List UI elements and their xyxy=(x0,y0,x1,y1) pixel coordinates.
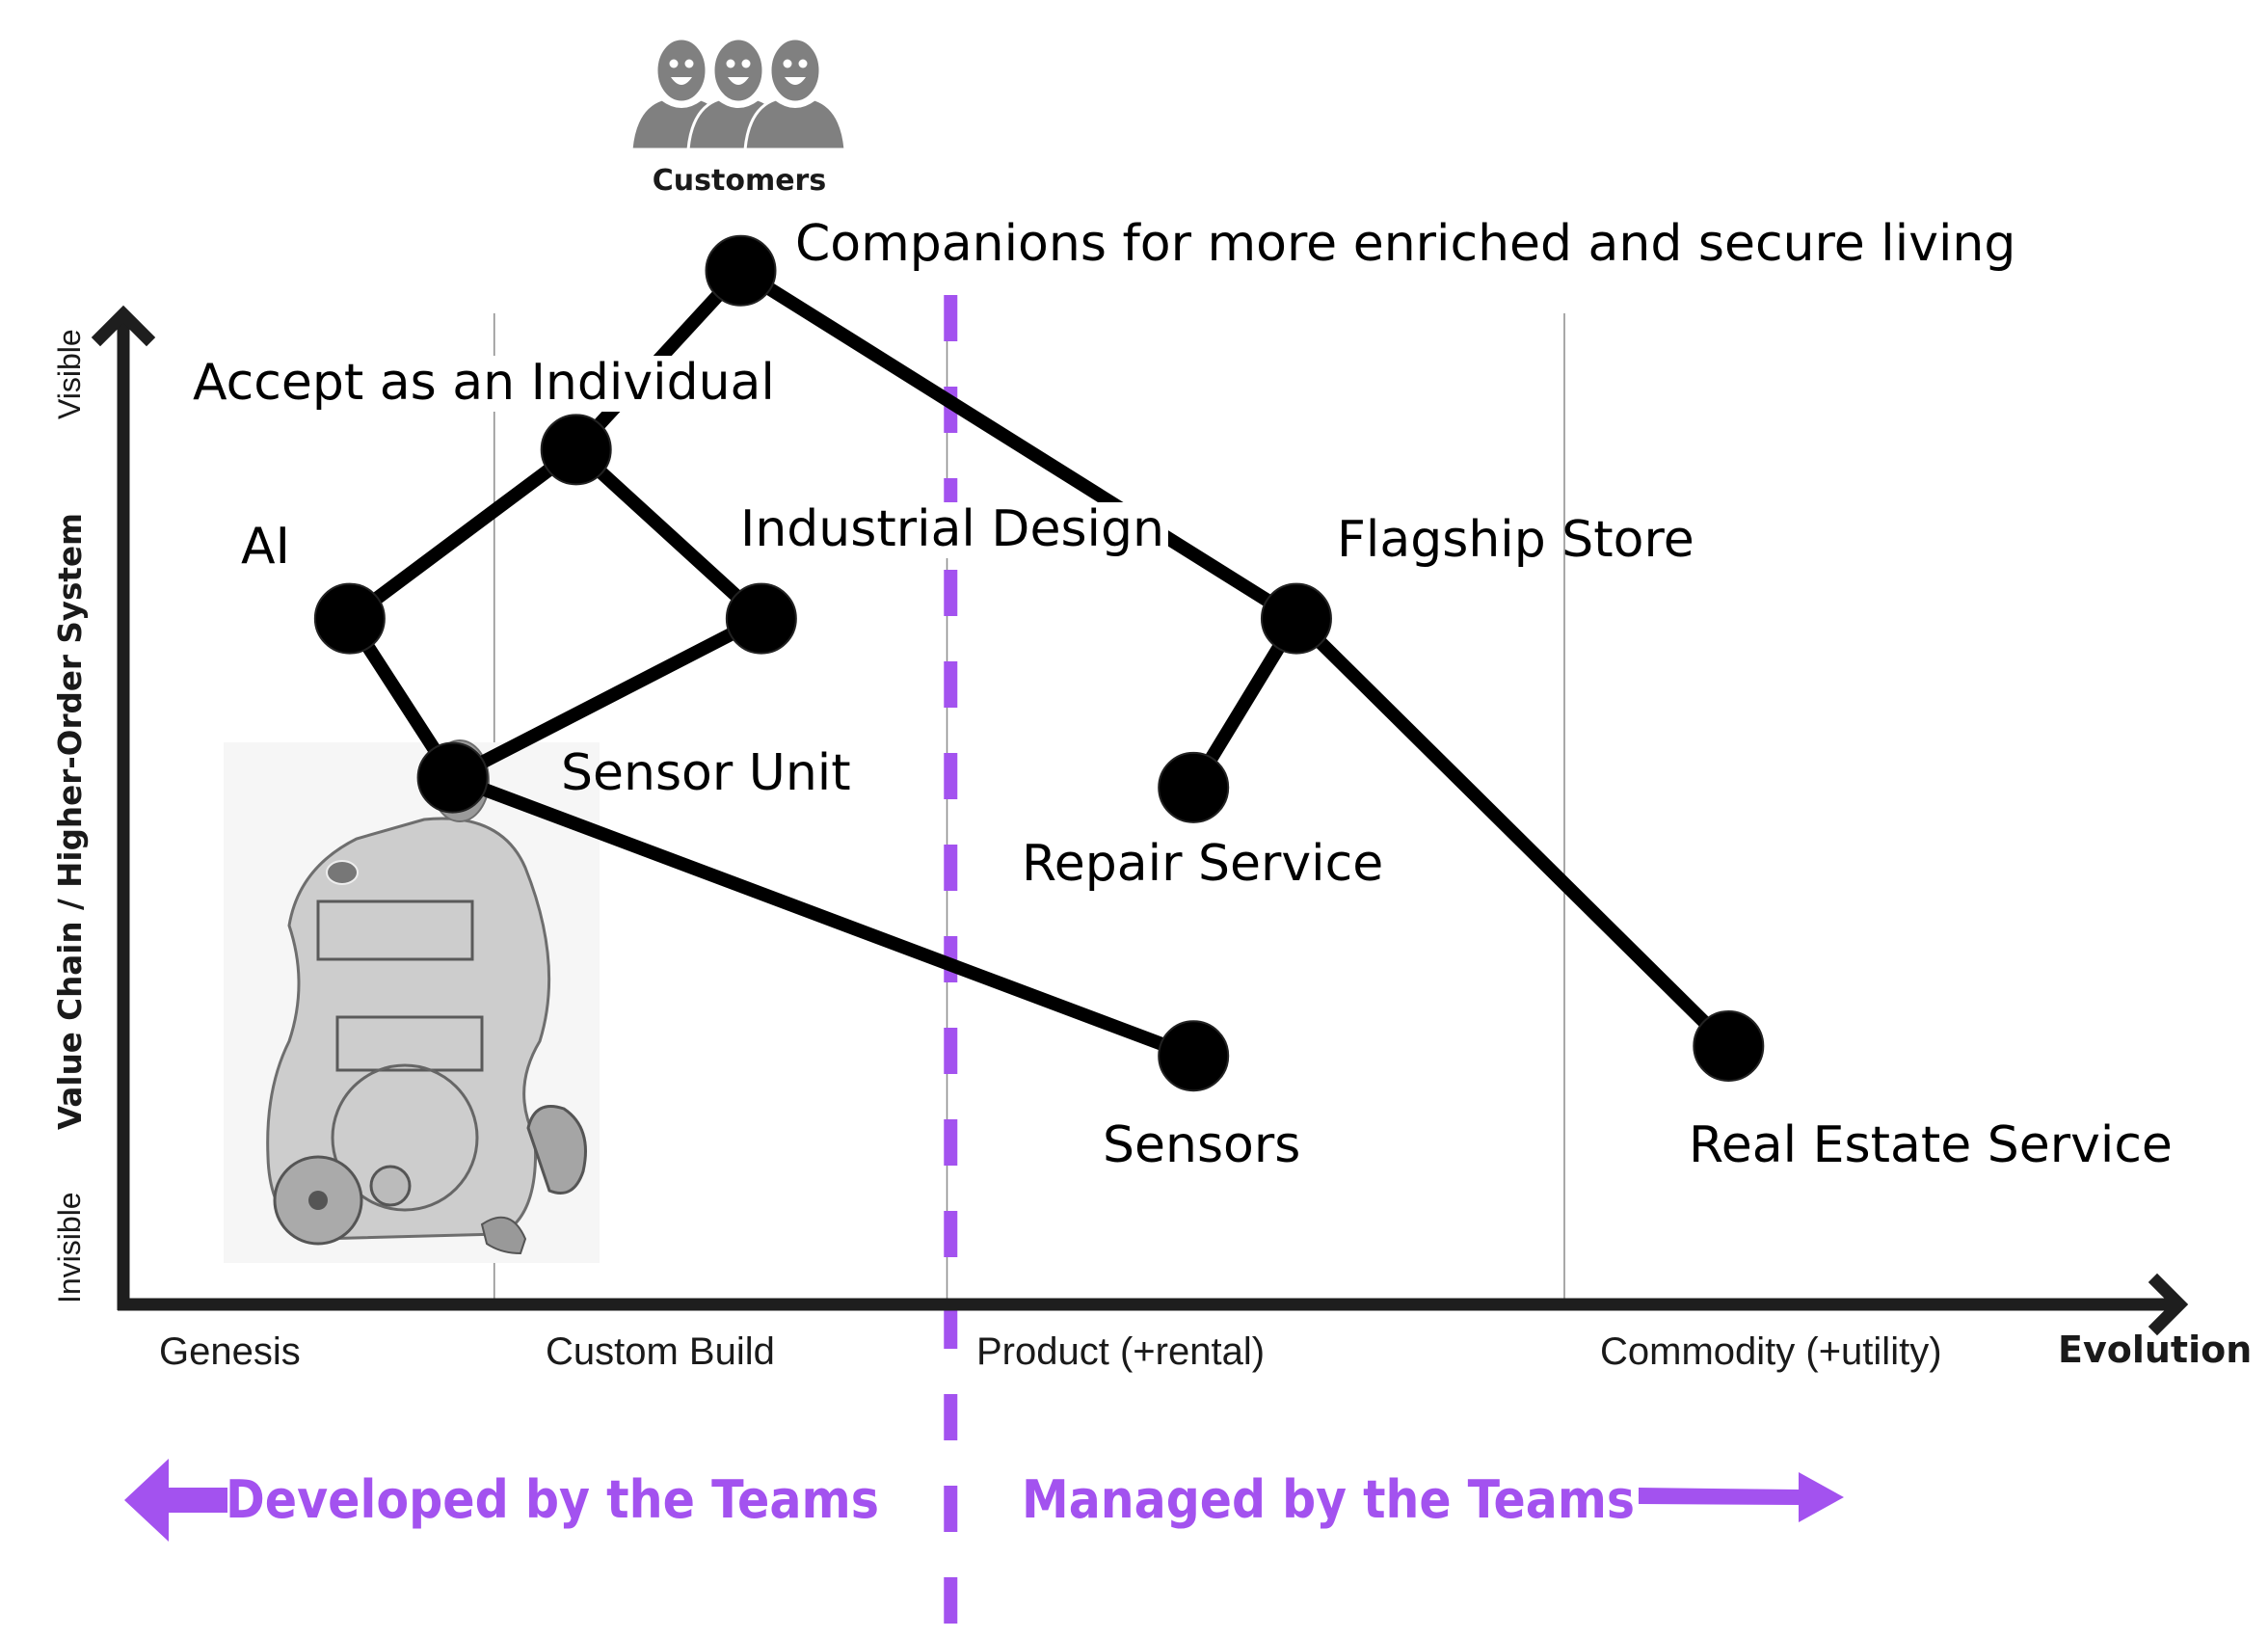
edge-accept-industrial xyxy=(571,444,766,624)
node-label-realestate: Real Estate Service xyxy=(1689,1116,2173,1174)
stage-guides xyxy=(494,313,1565,1299)
developed-by-teams-label: Developed by the Teams xyxy=(226,1469,879,1530)
node-label-flagship: Flagship Store xyxy=(1337,511,1694,569)
customers-label: Customers xyxy=(653,164,826,198)
node-label-sensors: Sensors xyxy=(1103,1116,1300,1174)
edge-sensorunit-sensors xyxy=(450,771,1196,1062)
x-axis-arrowhead xyxy=(2148,1273,2189,1336)
edge-industrial-sensorunit xyxy=(449,612,765,784)
edge-flagship-realestate xyxy=(1292,613,1734,1051)
label-backgrounds xyxy=(189,217,2020,558)
customers-group-icon xyxy=(629,37,847,151)
robot-body xyxy=(266,817,551,1241)
stage-label-custom-build: Custom Build xyxy=(546,1330,775,1373)
managed-by-teams-label: Managed by the Teams xyxy=(1022,1469,1635,1530)
y-axis-visible-label: Visible xyxy=(52,329,87,419)
y-axis-invisible-label: Invisible xyxy=(52,1192,87,1303)
node-repair[interactable] xyxy=(1158,751,1230,823)
node-label-ai: AI xyxy=(241,518,290,576)
stage-label-product: Product (+rental) xyxy=(976,1330,1265,1373)
edge-accept-ai xyxy=(345,443,580,625)
robot-arm xyxy=(526,1105,587,1195)
node-ai[interactable] xyxy=(313,582,386,655)
stage-label-genesis: Genesis xyxy=(159,1330,301,1373)
node-realestate[interactable] xyxy=(1693,1009,1765,1082)
arrow-right-icon xyxy=(1639,1472,1844,1522)
node-sensors[interactable] xyxy=(1158,1020,1230,1092)
edge-companions-flagship xyxy=(736,264,1300,625)
node-label-sensorunit: Sensor Unit xyxy=(561,744,851,802)
label-background xyxy=(736,502,1168,558)
x-axis-title: Evolution xyxy=(2058,1329,2252,1371)
node-industrial[interactable] xyxy=(725,582,797,655)
y-axis-arrowhead xyxy=(91,305,156,347)
node-label-companions: Companions for more enriched and secure … xyxy=(795,215,2015,273)
person-icon xyxy=(743,37,847,151)
node-label-repair: Repair Service xyxy=(1022,835,1383,893)
arrow-left-icon xyxy=(124,1459,227,1542)
node-companions[interactable] xyxy=(705,234,777,307)
robot-cutaway-illustration xyxy=(224,739,600,1263)
label-background xyxy=(791,217,2020,273)
axes xyxy=(91,305,2189,1336)
map-labels: Companions for more enriched and secure … xyxy=(193,215,2173,1174)
label-background xyxy=(189,356,779,412)
node-flagship[interactable] xyxy=(1260,582,1332,655)
node-label-industrial: Industrial Design xyxy=(740,500,1164,558)
node-sensorunit[interactable] xyxy=(416,741,489,814)
y-axis-title: Value Chain / Higher-Order System xyxy=(51,513,89,1130)
node-accept[interactable] xyxy=(540,414,612,486)
map-nodes xyxy=(313,234,1765,1092)
node-label-accept: Accept as an Individual xyxy=(193,354,775,412)
stage-label-commodity: Commodity (+utility) xyxy=(1600,1330,1942,1373)
